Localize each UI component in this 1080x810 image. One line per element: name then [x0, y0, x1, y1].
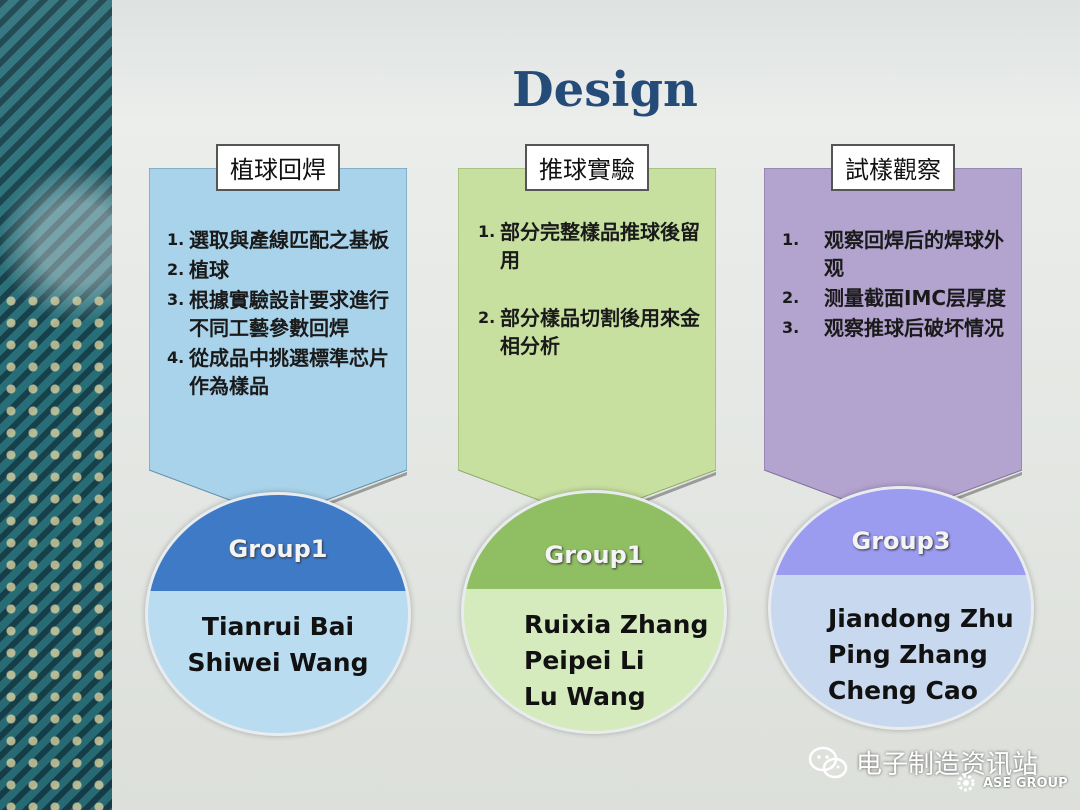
- list-item: 1.選取與產線匹配之基板: [167, 228, 389, 252]
- wechat-icon: [808, 746, 848, 778]
- member-name: Peipei Li: [524, 646, 645, 675]
- list-item: 1.部分完整樣品推球後留用: [478, 220, 700, 272]
- member-name: Ping Zhang: [828, 640, 988, 669]
- process-panel-observation: 試樣觀察 1.观察回焊后的焊球外观 2.测量截面IMC层厚度 3.观察推球后破坏…: [764, 144, 1022, 518]
- list-item: 2.测量截面IMC层厚度: [782, 286, 1007, 310]
- slide-title: Design: [512, 62, 698, 118]
- process-panel-push-test: 推球實驗 1.部分完整樣品推球後留用 2.部分樣品切割後用來金相分析: [458, 144, 716, 518]
- panel-heading: 試樣觀察: [831, 144, 955, 191]
- group-cap: [464, 493, 724, 589]
- step-list: 1.部分完整樣品推球後留用 2.部分樣品切割後用來金相分析: [478, 218, 708, 390]
- member-name: Shiwei Wang: [187, 648, 369, 677]
- list-item: 4.從成品中挑選標準芯片作為樣品: [167, 346, 389, 398]
- group-circle-3: Group3 Jiandong Zhu Ping Zhang Cheng Cao: [768, 486, 1034, 730]
- step-list: 1.選取與產線匹配之基板 2.植球 3.根據實驗設計要求進行不同工藝參數回焊 4…: [167, 226, 397, 402]
- member-name: Ruixia Zhang: [524, 610, 709, 639]
- member-names: Tianrui Bai Shiwei Wang: [148, 609, 408, 681]
- group-cap: [771, 489, 1031, 575]
- member-name: Tianrui Bai: [201, 612, 355, 641]
- member-name: Jiandong Zhu: [828, 604, 1014, 633]
- background-photo-strip: [0, 0, 112, 810]
- panel-heading: 植球回焊: [216, 144, 340, 191]
- member-name: Cheng Cao: [828, 676, 978, 705]
- group-cap: [148, 495, 408, 591]
- group-circle-2: Group1 Ruixia Zhang Peipei Li Lu Wang: [461, 490, 727, 734]
- group-label: Group1: [228, 535, 328, 563]
- step-list: 1.观察回焊后的焊球外观 2.测量截面IMC层厚度 3.观察推球后破坏情况: [782, 226, 1012, 344]
- list-item: 2.部分樣品切割後用來金相分析: [478, 306, 700, 358]
- wechat-account-name: 电子制造资讯站: [856, 750, 1039, 780]
- group-circle-1: Group1 Tianrui Bai Shiwei Wang: [145, 492, 411, 736]
- group-label: Group1: [544, 541, 644, 569]
- wechat-watermark: 电子制造资讯站: [808, 744, 1038, 781]
- ase-logo: ASE GROUP: [955, 772, 1068, 794]
- solder-ball-pattern: [0, 290, 112, 810]
- member-names: Jiandong Zhu Ping Zhang Cheng Cao: [828, 601, 1014, 709]
- process-panel-reflow: 植球回焊 1.選取與產線匹配之基板 2.植球 3.根據實驗設計要求進行不同工藝參…: [149, 144, 407, 518]
- gear-icon: [957, 774, 975, 792]
- list-item: 3.观察推球后破坏情况: [782, 316, 1004, 340]
- member-names: Ruixia Zhang Peipei Li Lu Wang: [524, 607, 708, 715]
- member-name: Lu Wang: [524, 682, 646, 711]
- group-label: Group3: [851, 527, 951, 555]
- list-item: 3.根據實驗設計要求進行不同工藝參數回焊: [167, 288, 389, 340]
- panel-heading: 推球實驗: [525, 144, 649, 191]
- list-item: 1.观察回焊后的焊球外观: [782, 228, 1004, 280]
- list-item: 2.植球: [167, 258, 229, 282]
- brand-name: ASE GROUP: [983, 775, 1068, 791]
